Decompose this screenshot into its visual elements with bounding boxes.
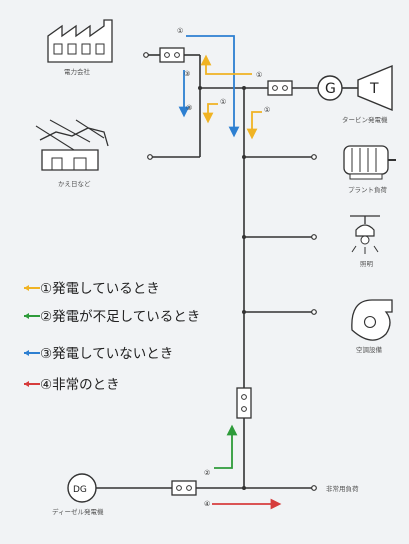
collapsed-building-label: かえ日など (58, 180, 91, 188)
legend-item-1: ①発電しているとき (40, 281, 160, 297)
breaker-vertical (236, 387, 252, 419)
turbine-letter: T (369, 81, 379, 97)
legend-item-2: ②発電が不足しているとき (40, 309, 200, 325)
collapsed-building-icon (35, 119, 109, 171)
legend-item-4: ④非常のとき (40, 377, 120, 393)
breaker-top (159, 47, 185, 63)
flow-arrow-2 (214, 424, 238, 469)
dg-letter: DG (73, 485, 87, 495)
lighting-label: 照明 (360, 260, 374, 268)
marker-1-vertical: ① (264, 106, 270, 114)
power-company-label: 電力会社 (64, 67, 91, 76)
terminal-dots (143, 52, 317, 491)
generator-letter: G (325, 81, 336, 97)
breaker-dg (171, 480, 197, 496)
wiring (96, 54, 318, 489)
flow-arrow-1-center (202, 103, 218, 124)
diesel-generator-symbol (67, 473, 97, 503)
hvac-label: 空調設備 (356, 345, 383, 354)
blower-icon (351, 299, 393, 341)
marker-1-right: ① (256, 71, 262, 79)
emergency-load-label: 非常用負荷 (326, 484, 359, 493)
factory-icon (47, 19, 113, 63)
marker-3-top: ③ (184, 70, 190, 78)
flow-arrow-1-top (200, 54, 252, 75)
turbine-symbol (357, 64, 393, 112)
lamp-icon (350, 215, 380, 254)
legend-item-3: ③発電していないとき (40, 346, 173, 362)
marker-4-bottom: ④ (204, 500, 210, 508)
flow-arrow-3-main (186, 35, 240, 138)
plant-equipment-label: プラント負荷 (348, 185, 388, 194)
marker-3-mid: ③ (186, 104, 192, 112)
marker-1-top: ① (177, 27, 183, 35)
diesel-generator-label: ディーゼル発電機 (52, 507, 104, 516)
legend: ①発電しているとき ②発電が不足しているとき ③発電していないとき ④非常のとき (24, 281, 200, 393)
motor-icon (343, 145, 396, 180)
marker-1-center: ① (220, 98, 226, 106)
marker-2-bottom: ② (204, 469, 210, 477)
turbine-generator-label: タービン発電機 (342, 115, 388, 124)
junction-dots (198, 86, 246, 490)
flow-arrow-1-right (246, 111, 262, 140)
breaker-generator (267, 80, 293, 96)
